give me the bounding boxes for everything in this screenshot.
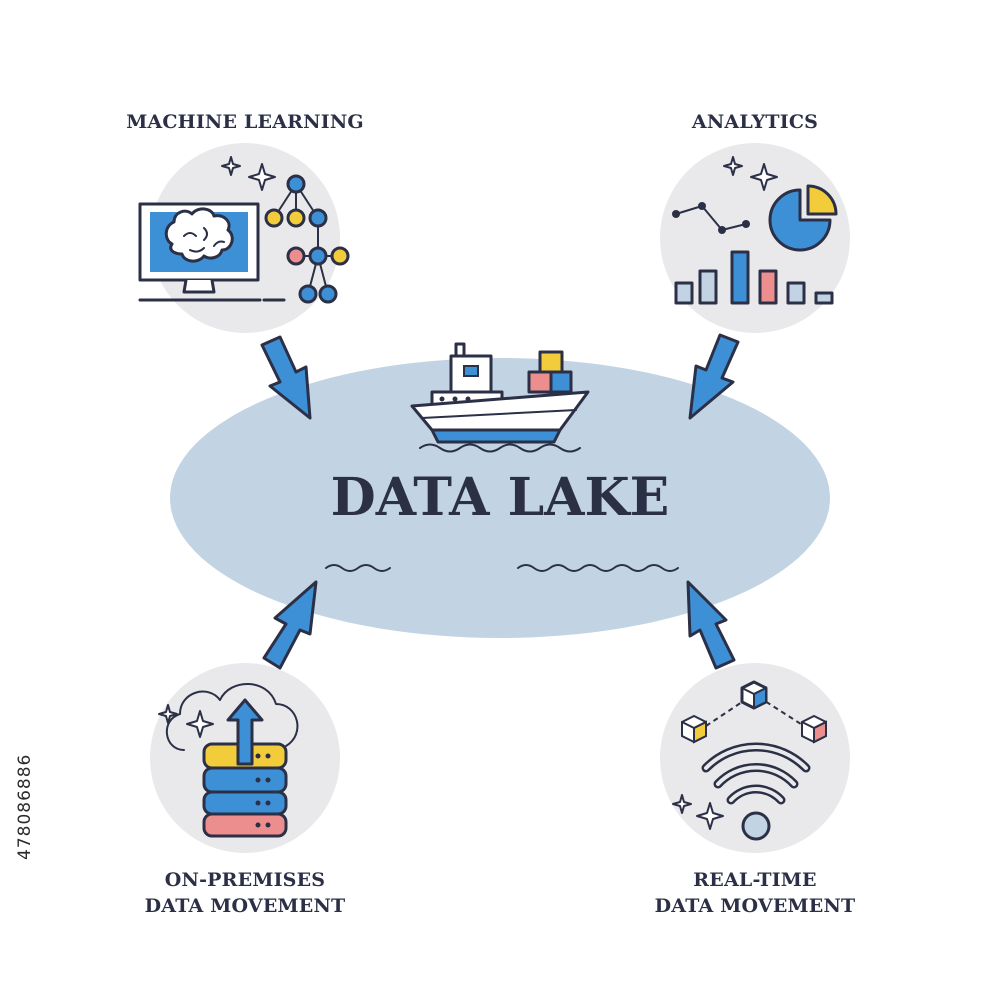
cloud-icon bbox=[165, 683, 299, 751]
on-premises-label-line2: DATA MOVEMENT bbox=[145, 895, 346, 917]
arrow-ml-to-lake bbox=[260, 335, 312, 420]
node-tree-icon bbox=[264, 174, 350, 304]
on-premises-label-line1: ON-PREMISES bbox=[165, 869, 325, 891]
bar-chart-icon bbox=[674, 250, 834, 305]
ship-icon bbox=[410, 342, 590, 453]
wave-icon bbox=[325, 564, 679, 572]
line-chart-icon bbox=[672, 202, 750, 234]
arrow-realtime-to-lake bbox=[686, 580, 736, 670]
pie-chart-icon bbox=[768, 184, 838, 252]
monitor-icon bbox=[138, 202, 286, 302]
page-title: DATA LAKE bbox=[331, 467, 670, 528]
wifi-icon bbox=[701, 742, 811, 841]
real-time-label-line1: REAL-TIME bbox=[693, 869, 816, 891]
upload-arrow-icon bbox=[226, 698, 264, 766]
machine-learning-label: MACHINE LEARNING bbox=[126, 111, 364, 133]
lake-ellipse bbox=[170, 358, 830, 638]
arrow-analytics-to-lake bbox=[688, 333, 740, 420]
brain-icon bbox=[164, 207, 234, 263]
arrow-onprem-to-lake bbox=[262, 580, 318, 670]
analytics-label: ANALYTICS bbox=[691, 111, 818, 133]
stock-id: 478086886 bbox=[15, 754, 35, 860]
real-time-circle bbox=[660, 663, 850, 853]
cube-network-icon bbox=[681, 680, 827, 744]
real-time-label-line2: DATA MOVEMENT bbox=[655, 895, 856, 917]
